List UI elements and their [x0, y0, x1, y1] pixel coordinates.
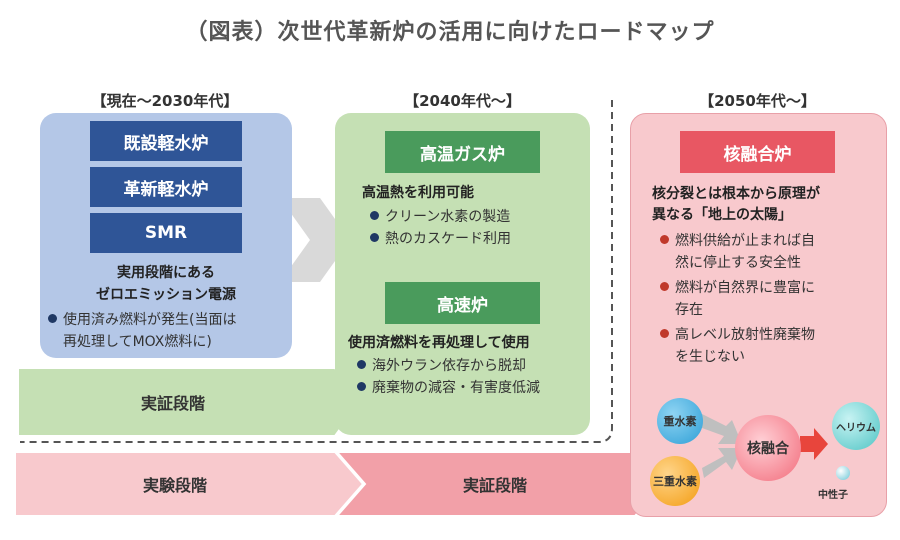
panel1-bullet-line1: 使用済み燃料が発生(当面は [63, 312, 237, 328]
panel2-bullet-cascade: 熱のカスケード利用 [385, 231, 511, 247]
panel2-box1-desc: 高温熱を利用可能 [362, 185, 474, 201]
bullet-dot [357, 382, 366, 391]
panel2-bullet-uranium: 海外ウラン依存から脱却 [372, 358, 526, 374]
panel2-bullet-hydrogen: クリーン水素の製造 [385, 209, 511, 225]
column-header-2040: 【2040年代～】 [404, 92, 521, 110]
panel3-bullet3-line1: 高レベル放射性廃棄物 [675, 327, 815, 343]
bullet-dot [660, 282, 669, 291]
bullet-dot [660, 329, 669, 338]
helium-circle: ヘリウム [832, 402, 880, 450]
column-header-2050: 【2050年代～】 [699, 92, 816, 110]
panel1-desc-line1: 実用段階にある [117, 265, 215, 281]
panel3-bullet1-line1: 燃料供給が止まれば自 [675, 233, 815, 249]
box-existing-lwr: 既設軽水炉 [90, 121, 242, 161]
panel3-bullet1-line2: 然に停止する安全性 [675, 255, 801, 271]
panel3-desc-line2: 異なる「地上の太陽」 [652, 207, 792, 223]
panel3-desc-line1: 核分裂とは根本から原理が [652, 186, 820, 202]
arrow-fusion-to-helium [800, 428, 828, 460]
panel3-bullet3-line2: を生じない [675, 349, 745, 365]
panel2-box2-bullets: 海外ウラン依存から脱却 廃棄物の減容・有害度低減 [357, 355, 587, 399]
box-fast-reactor: 高速炉 [385, 282, 540, 324]
page-title: （図表）次世代革新炉の活用に向けたロードマップ [185, 20, 715, 45]
bullet-dot [357, 360, 366, 369]
panel1-bullet-line2: 再処理してMOX燃料に) [63, 334, 212, 350]
bullet-dot [370, 233, 379, 242]
arrow-deuterium-to-fusion [702, 414, 742, 444]
fusion-diagram-arrows [702, 414, 828, 478]
stage-label-demo-top: 実証段階 [140, 394, 205, 413]
neutron-label: 中性子 [818, 490, 848, 501]
stage-arrow-experiment [14, 451, 365, 517]
box-smr: SMR [90, 213, 242, 253]
panel2-bullet-waste: 廃棄物の減容・有害度低減 [372, 380, 540, 396]
deuterium-circle: 重水素 [657, 398, 703, 444]
fusion-circle: 核融合 [735, 415, 801, 481]
bullet-dot [370, 211, 379, 220]
box-fusion-reactor: 核融合炉 [680, 131, 835, 173]
box-htgr: 高温ガス炉 [385, 131, 540, 173]
panel3-bullets: 燃料供給が止まれば自 然に停止する安全性 燃料が自然界に豊富に 存在 高レベル放… [660, 230, 880, 368]
dashed-boundary [20, 100, 613, 443]
gray-chevron-arrow [280, 198, 350, 282]
bullet-dot [48, 314, 57, 323]
stage-label-demo-bottom: 実証段階 [462, 476, 527, 495]
panel1-desc-line2: ゼロエミッション電源 [96, 287, 236, 303]
panel3-bullet2-line2: 存在 [675, 302, 703, 318]
panel2-box2-desc: 使用済燃料を再処理して使用 [348, 335, 530, 351]
panel3-bullet2-line1: 燃料が自然界に豊富に [675, 280, 815, 296]
stage-label-experiment: 実験段階 [142, 476, 207, 495]
tritium-circle: 三重水素 [650, 456, 700, 506]
panel2-box1-bullets: クリーン水素の製造 熱のカスケード利用 [370, 206, 585, 250]
column-header-current: 【現在～2030年代】 [91, 92, 239, 110]
bullet-dot [660, 235, 669, 244]
neutron-dot [836, 466, 850, 480]
box-innovative-lwr: 革新軽水炉 [90, 167, 242, 207]
panel1-bullet: 使用済み燃料が発生(当面は 再処理してMOX燃料に) [48, 309, 288, 353]
arrow-tritium-to-fusion [702, 448, 742, 478]
